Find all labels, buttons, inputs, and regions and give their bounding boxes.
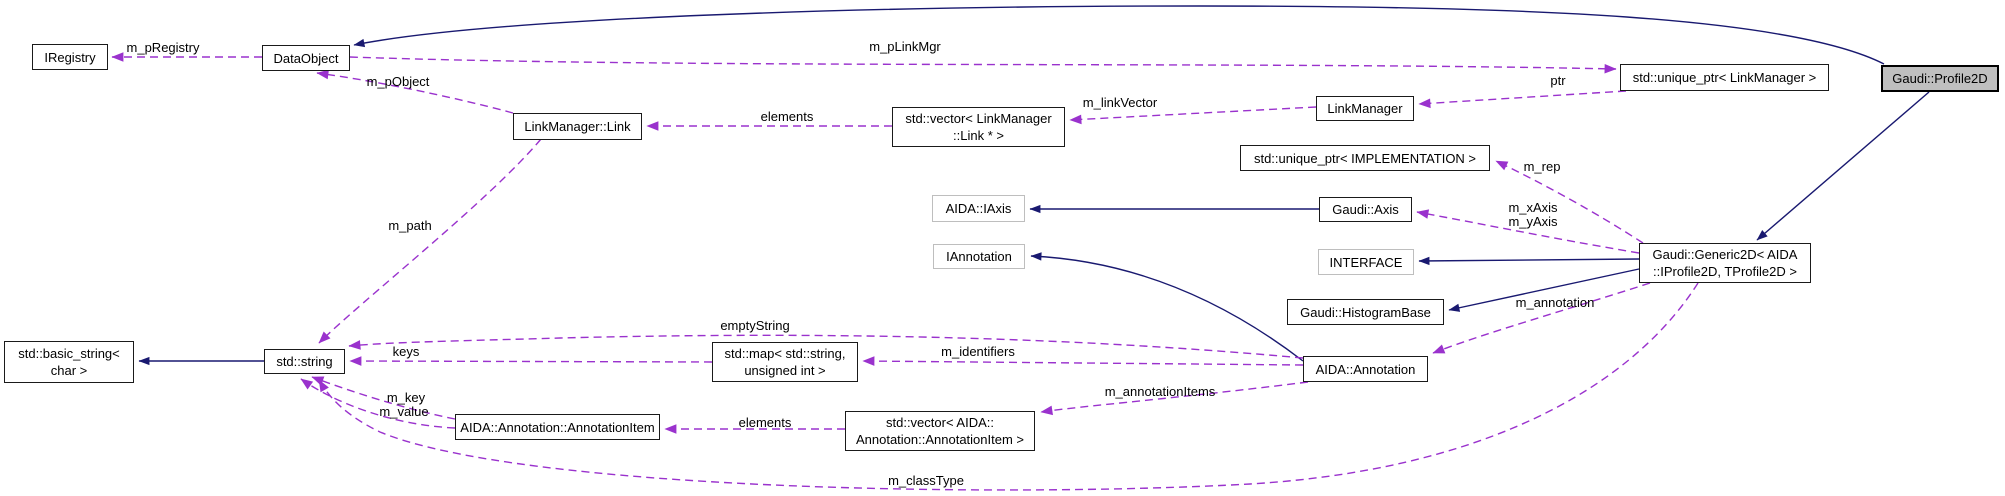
edge-inherit-generic2d-histogrambase [1448,268,1640,312]
edge-label-m-plinkmgr: m_pLinkMgr [869,39,941,54]
edge-label-m-identifiers: m_identifiers [941,344,1015,359]
edge-usage-m-path [318,138,542,344]
node-vector-linkmanager-link[interactable]: std::vector< LinkManager::Link * > [892,107,1065,147]
node-unique-ptr-linkmanager[interactable]: std::unique_ptr< LinkManager > [1620,64,1829,91]
node-iannotation[interactable]: IAnnotation [933,244,1025,269]
node-aida-iaxis[interactable]: AIDA::IAxis [932,195,1025,222]
node-iregistry[interactable]: IRegistry [32,44,108,70]
edge-label-elements-annotationitems: elements [738,415,792,430]
edge-usage-m-rep [1495,160,1644,244]
edge-label-m-path: m_path [388,218,432,233]
node-std-map[interactable]: std::map< std::string,unsigned int > [712,342,858,382]
edge-usage-m-annotationitems [1040,381,1309,416]
edge-label-m-annotation: m_annotation [1515,295,1595,310]
edge-label-m-value: m_value [379,404,429,419]
node-linkmanager[interactable]: LinkManager [1316,96,1414,121]
node-linkmanager-link[interactable]: LinkManager::Link [513,113,642,140]
edge-label-m-key: m_key [386,390,426,405]
edge-label-m-pobject: m_pObject [366,74,430,89]
node-unique-ptr-implementation[interactable]: std::unique_ptr< IMPLEMENTATION > [1240,145,1490,171]
edge-label-m-rep: m_rep [1523,159,1561,174]
edge-label-keys: keys [392,344,420,359]
node-vector-annotation-item[interactable]: std::vector< AIDA::Annotation::Annotatio… [845,411,1035,451]
edge-label-elements-links: elements [760,109,814,124]
edge-usage-m-classtype [318,282,1699,491]
edge-usage-m-linkvector [1069,106,1317,125]
node-std-string[interactable]: std::string [264,349,345,374]
edge-usage-emptystring [348,334,1304,359]
edge-label-ptr: ptr [1550,73,1566,88]
node-gaudi-axis[interactable]: Gaudi::Axis [1319,197,1412,222]
edge-usage-ptr [1418,90,1627,109]
node-gaudi-profile2d[interactable]: Gaudi::Profile2D [1881,65,1999,92]
node-annotation-item[interactable]: AIDA::Annotation::AnnotationItem [455,414,660,440]
edge-usage-m-identifiers [862,356,1304,366]
edge-usage-keys [349,356,713,366]
node-dataobject[interactable]: DataObject [262,45,350,71]
node-aida-annotation[interactable]: AIDA::Annotation [1303,356,1428,382]
node-gaudi-generic2d[interactable]: Gaudi::Generic2D< AIDA::IProfile2D, TPro… [1639,243,1811,283]
edge-label-m-pregistry: m_pRegistry [126,40,200,55]
edge-label-m-annotationitems: m_annotationItems [1104,384,1216,399]
edge-usage-m-annotation [1432,282,1651,354]
edge-usage-m-pobject [316,69,514,114]
edge-inherit-profile2d-dataobject [353,5,1885,65]
edge-usage-m-plinkmgr [349,56,1617,74]
node-interface[interactable]: INTERFACE [1318,249,1414,275]
edge-inherit-profile2d-generic2d [1756,91,1930,241]
edge-label-emptystring: emptyString [720,318,790,333]
edge-usage-m-value [300,378,456,429]
edge-inherit-generic2d-interface [1418,256,1640,266]
edge-usage-m-xaxis-m-yaxis [1416,209,1640,254]
edge-label-m-classtype: m_classType [888,473,964,488]
node-gaudi-histogrambase[interactable]: Gaudi::HistogramBase [1287,299,1444,325]
node-std-basic-string[interactable]: std::basic_string<char > [4,341,134,383]
edge-inherit-annotation-iannotation [1030,252,1304,362]
edge-label-m-linkvector: m_linkVector [1082,95,1158,110]
